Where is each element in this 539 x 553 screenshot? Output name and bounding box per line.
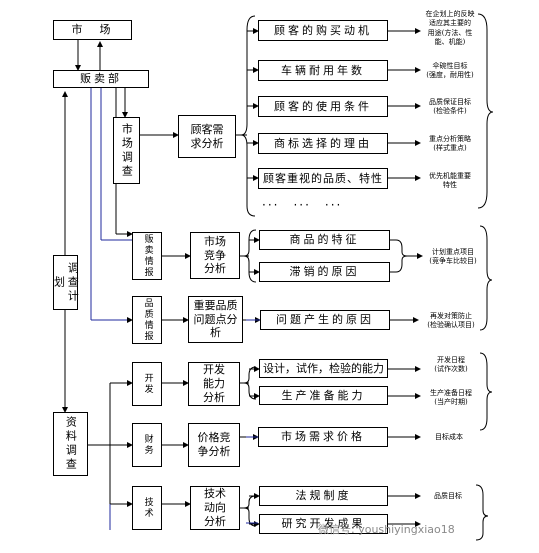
technology-box: 技术 (132, 486, 162, 530)
research-plan-box: 调查计划 (53, 255, 79, 310)
market-box: 市 场 (53, 20, 132, 40)
comp-item-2: 滞销的原因 (259, 262, 390, 282)
price-comp-box: 价格竞争分析 (188, 423, 240, 467)
price-item: 市场需求价格 (258, 427, 388, 447)
tech-item-2: 研究开发成果 (259, 514, 388, 534)
data-survey-box: 资料调查 (53, 412, 88, 476)
need-note-4: 重点分析策略 (样式重点) (429, 135, 471, 153)
tech-trend-box: 技术动向分析 (190, 486, 240, 530)
cap-note-2: 生产准备日程 (当产时期) (430, 389, 472, 407)
price-note: 目标成本 (435, 433, 463, 441)
quality-note: 再发对策防止 (检验确认项目) (427, 312, 475, 330)
tech-item-1: 法规制度 (259, 486, 388, 506)
need-note-5: 优先机能重要 特性 (429, 172, 471, 190)
need-item-5: 顾客重视的品质、特性 (258, 168, 388, 189)
quality-info-box: 品质情报 (132, 296, 162, 344)
cap-note-1: 开发日程 (试作次数) (434, 356, 468, 374)
need-item-4: 商标选择的理由 (258, 133, 388, 154)
watermark: 微信号: youshiyingxiao18 (318, 523, 455, 536)
tech-note: 品质目标 (434, 492, 462, 500)
quality-issues-box: 重要品质问题点分析 (188, 296, 243, 343)
sales-dept-box: 贩卖部 (53, 70, 149, 88)
need-note-1: 在企划上的反映 适应其主要的 用途(方法、性 能、机能) (425, 10, 475, 47)
sales-info-box: 贩卖情报 (132, 232, 162, 280)
need-item-1: 顾客的购买动机 (258, 20, 388, 41)
customer-needs-box: 顾客需求分析 (178, 115, 236, 158)
need-note-2: 伞碗性目标 (强度，耐用性) (426, 62, 474, 80)
comp-item-1: 商品的特征 (259, 230, 390, 250)
need-ellipsis: ··· ··· ··· (262, 198, 343, 212)
quality-item: 问题产生的原因 (260, 310, 390, 330)
finance-box: 财务 (132, 423, 162, 467)
need-note-3: 品质保证目标 (检验条件) (429, 98, 471, 116)
market-survey-box: 市场调查 (113, 117, 140, 184)
capability-box: 开发能力分析 (188, 362, 240, 406)
comp-note: 计划重点项目 (竞争车比较目) (429, 248, 477, 266)
development-box: 开发 (132, 362, 162, 406)
cap-item-2: 生产准备能力 (259, 386, 388, 405)
competition-box: 市场竞争分析 (190, 232, 240, 279)
need-item-3: 顾客的使用条件 (258, 96, 388, 117)
cap-item-1: 设计，试作，检验的能力 (259, 359, 388, 378)
need-item-2: 车辆耐用年数 (258, 60, 388, 81)
